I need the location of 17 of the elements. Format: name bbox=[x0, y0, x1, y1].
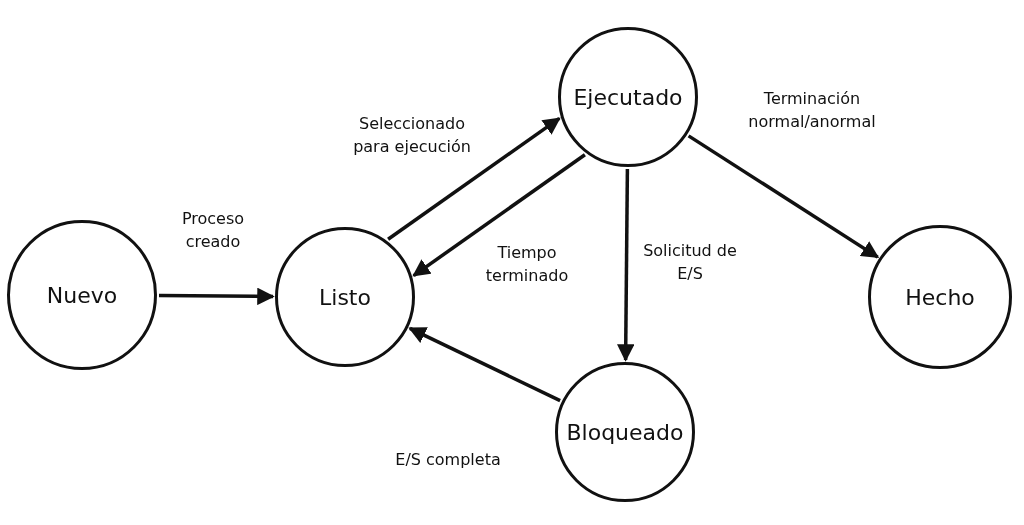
state-name: Listo bbox=[319, 284, 371, 310]
arrow bbox=[617, 169, 635, 362]
edge-label: Terminación normal/anormal bbox=[747, 87, 877, 133]
edge-label: Tiempo terminado bbox=[484, 241, 570, 287]
arrow bbox=[387, 116, 561, 241]
edge-label: Seleccionado para ejecución bbox=[352, 112, 472, 158]
edge-label: Proceso creado bbox=[180, 207, 246, 253]
arrow bbox=[159, 287, 275, 306]
arrow bbox=[412, 153, 586, 278]
edge-label: Solicitud de E/S bbox=[642, 239, 738, 285]
arrow bbox=[408, 326, 561, 403]
state-name: Nuevo bbox=[46, 282, 118, 308]
state-name: Hecho bbox=[905, 284, 975, 310]
edge-label: E/S completa bbox=[394, 449, 502, 472]
state-name: Bloqueado bbox=[566, 419, 684, 445]
arrow bbox=[687, 134, 880, 259]
state-name: Ejecutado bbox=[573, 84, 683, 110]
